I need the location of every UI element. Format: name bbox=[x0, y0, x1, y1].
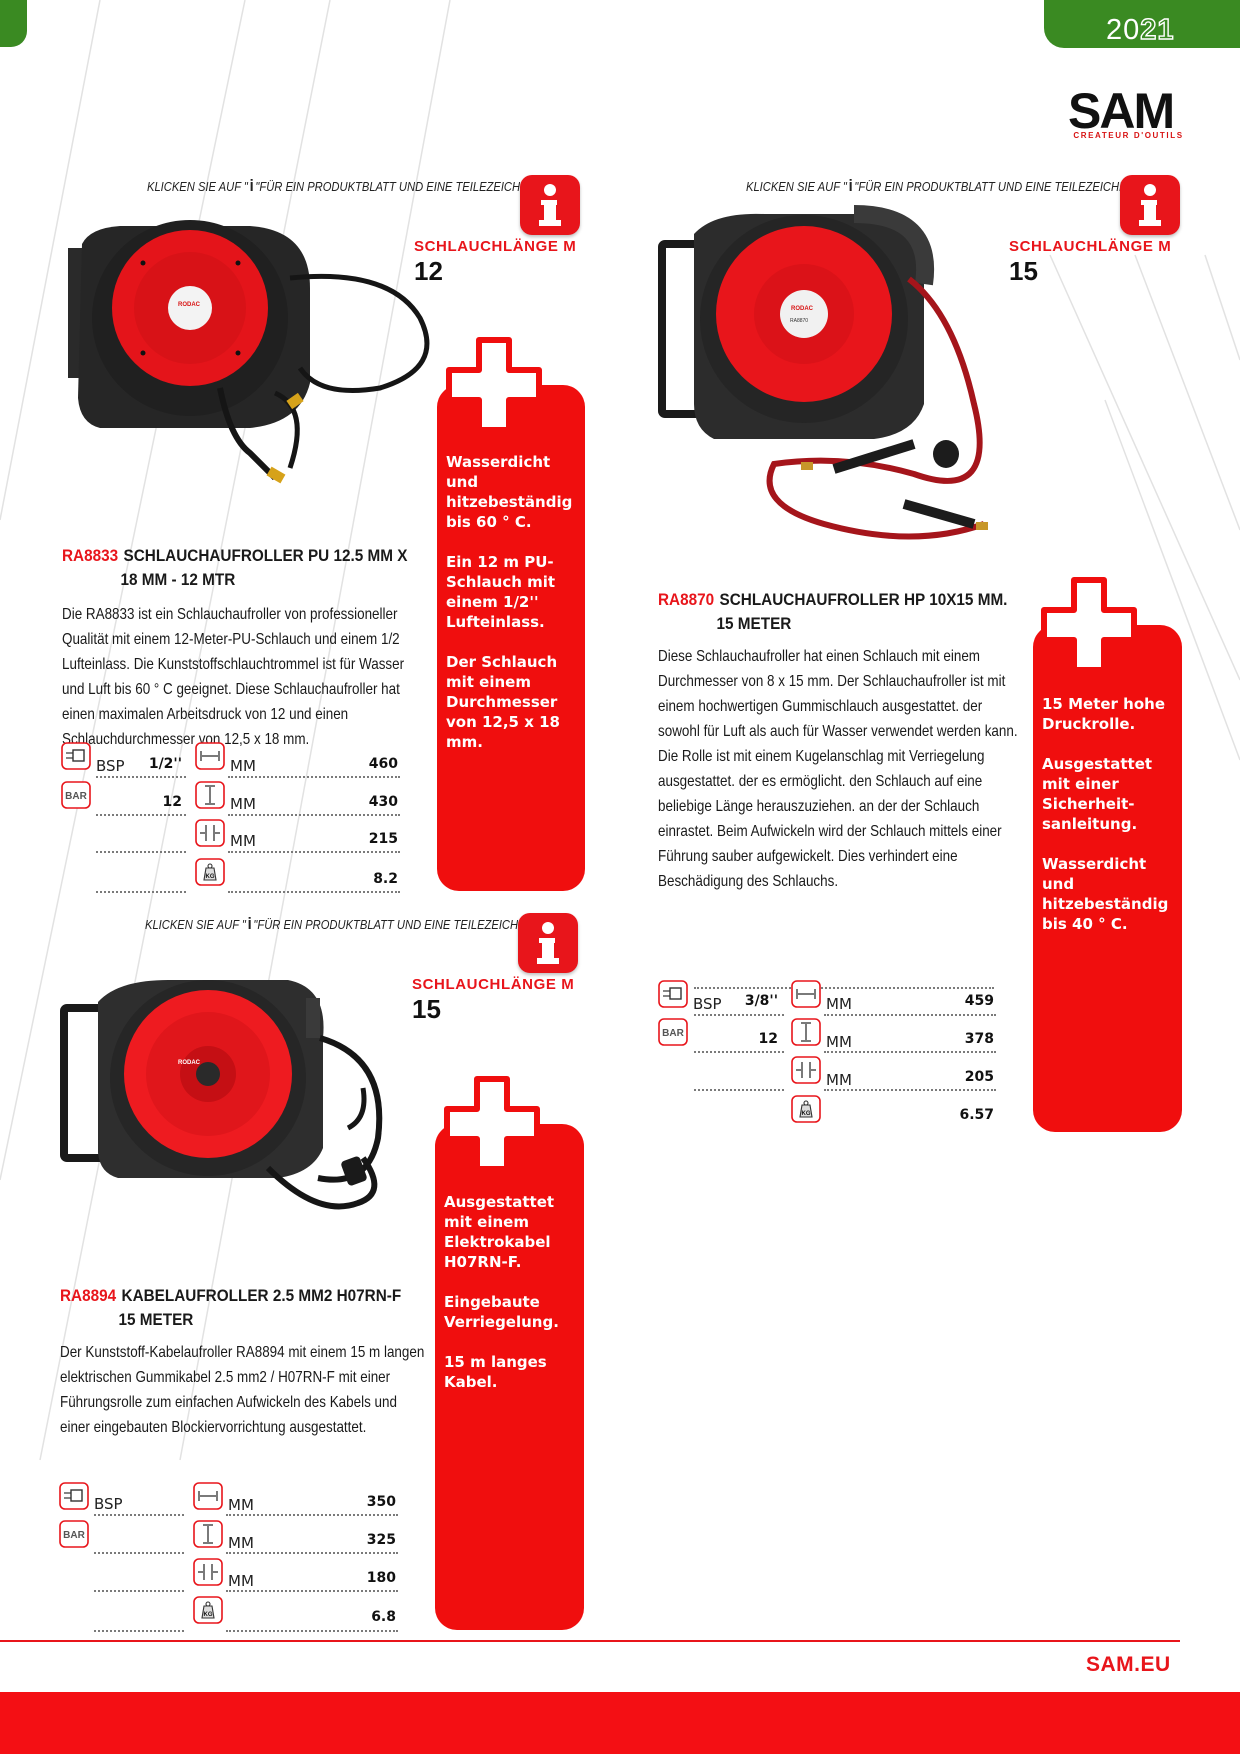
hose-length-label-1: SCHLAUCHLÄNGE M bbox=[414, 238, 577, 255]
hose-reel-image-ra8833: RODAC bbox=[68, 220, 430, 484]
height-icon bbox=[193, 1520, 223, 1548]
connection-icon bbox=[59, 1482, 89, 1510]
svg-text:BAR: BAR bbox=[662, 1028, 684, 1039]
svg-text:RA8870: RA8870 bbox=[790, 318, 808, 324]
feature-1-1: Wasserdicht und hitzebeständig bis 60 ° … bbox=[446, 453, 573, 531]
hose-length-value-1: 12 bbox=[414, 256, 443, 286]
footer-red-bar bbox=[0, 1692, 1240, 1754]
hose-length-value-3: 15 bbox=[412, 994, 441, 1024]
svg-text:RODAC: RODAC bbox=[791, 306, 814, 312]
depth-icon bbox=[193, 1558, 223, 1586]
feature-2-1: 15 Meter hohe Druckrolle. bbox=[1042, 695, 1165, 733]
info-icon bbox=[539, 184, 561, 226]
feature-3-3: 15 m langes Kabel. bbox=[444, 1353, 547, 1391]
feature-1-2: Ein 12 m PU-Schlauch mit einem 1/2'' Luf… bbox=[446, 553, 556, 631]
product-code-1: RA8833 bbox=[62, 546, 119, 565]
plus-icon bbox=[444, 1076, 540, 1172]
depth-icon bbox=[791, 1056, 821, 1084]
svg-text:KG: KG bbox=[802, 1111, 811, 1117]
website-link[interactable]: SAM.EU bbox=[1086, 1653, 1171, 1676]
info-button-3[interactable] bbox=[518, 913, 578, 973]
hose-length-value-2: 15 bbox=[1009, 256, 1038, 286]
svg-text:KG: KG bbox=[206, 874, 215, 880]
height-icon bbox=[791, 1018, 821, 1046]
svg-text:KG: KG bbox=[204, 1612, 213, 1618]
feature-list-3: Ausgestattet mit einem Elektroka­bel H07… bbox=[444, 1192, 578, 1412]
hose-reel-image-ra8870: RODAC RA8870 bbox=[658, 205, 988, 540]
connection-icon bbox=[658, 980, 688, 1008]
weight-kg-icon: KG bbox=[195, 858, 225, 886]
feature-panel-1 bbox=[437, 385, 585, 891]
cable-reel-image-ra8894: RODAC bbox=[60, 980, 383, 1210]
width-icon bbox=[193, 1482, 223, 1510]
weight-kg-icon: KG bbox=[193, 1596, 223, 1624]
click-hint-3: KLICKEN SIE AUF "i"FÜR EIN PRODUKTBLATT … bbox=[145, 914, 555, 933]
feature-3-2: Eingebaute Ver­riegelung. bbox=[444, 1293, 559, 1331]
click-hint-1: KLICKEN SIE AUF "i"FÜR EIN PRODUKTBLATT … bbox=[147, 176, 557, 195]
pressure-bar-icon: BAR bbox=[59, 1520, 89, 1548]
svg-text:RODAC: RODAC bbox=[178, 1060, 201, 1066]
pressure-bar-icon: BAR bbox=[61, 781, 91, 809]
svg-text:BAR: BAR bbox=[65, 791, 87, 802]
catalog-year: 2021 bbox=[1106, 13, 1175, 46]
product-description-1: Die RA8833 ist ein Schlauchaufroller von… bbox=[62, 606, 405, 748]
info-icon bbox=[537, 922, 559, 964]
product-code-3: RA8894 bbox=[60, 1286, 117, 1305]
hose-length-label-2: SCHLAUCHLÄNGE M bbox=[1009, 238, 1172, 255]
svg-text:RODAC: RODAC bbox=[178, 302, 201, 308]
feature-list-1: Wasserdicht und hitzebeständig bis 60 ° … bbox=[446, 452, 580, 772]
feature-3-1: Ausgestattet mit einem Elektroka­bel H07… bbox=[444, 1193, 555, 1271]
pressure-bar-icon: BAR bbox=[658, 1018, 688, 1046]
feature-1-3: Der Schlauch mit einem Durch­messer von … bbox=[446, 653, 560, 751]
product-description-2: Diese Schlauchaufroller hat einen Schlau… bbox=[658, 648, 1018, 890]
depth-icon bbox=[195, 819, 225, 847]
feature-2-3: Wasserdicht und hitzebeständig bis 40 ° … bbox=[1042, 855, 1169, 933]
feature-panel-2 bbox=[1033, 625, 1182, 1132]
width-icon bbox=[195, 742, 225, 770]
svg-text:BAR: BAR bbox=[63, 1530, 85, 1541]
width-icon bbox=[791, 980, 821, 1008]
info-icon bbox=[1139, 184, 1161, 226]
logo-tagline: CREATEUR D'OUTILS bbox=[1073, 131, 1184, 140]
product-code-2: RA8870 bbox=[658, 590, 715, 609]
click-hint-2: KLICKEN SIE AUF "i"FÜR EIN PRODUKTBLATT … bbox=[746, 176, 1156, 195]
plus-icon bbox=[446, 337, 542, 433]
green-corner-tab bbox=[0, 0, 27, 47]
weight-kg-icon: KG bbox=[791, 1095, 821, 1123]
footer-divider bbox=[0, 1640, 1180, 1642]
product-description-3: Der Kunststoff-Kabelaufroller RA8894 mit… bbox=[60, 1344, 425, 1436]
feature-panel-3 bbox=[435, 1124, 584, 1630]
height-icon bbox=[195, 781, 225, 809]
info-button-2[interactable] bbox=[1120, 175, 1180, 235]
connection-icon bbox=[61, 742, 91, 770]
info-button-1[interactable] bbox=[520, 175, 580, 235]
feature-list-2: 15 Meter hohe Druckrolle. Ausgestattet m… bbox=[1042, 694, 1176, 954]
plus-icon bbox=[1041, 577, 1137, 673]
feature-2-2: Ausgestattet mit einer Sicherheit­sanlei… bbox=[1042, 755, 1153, 833]
hose-length-label-3: SCHLAUCHLÄNGE M bbox=[412, 976, 575, 993]
svg-text:SAM: SAM bbox=[1068, 86, 1173, 139]
sam-logo: SAM bbox=[1068, 86, 1175, 139]
year-tab bbox=[1044, 0, 1240, 48]
